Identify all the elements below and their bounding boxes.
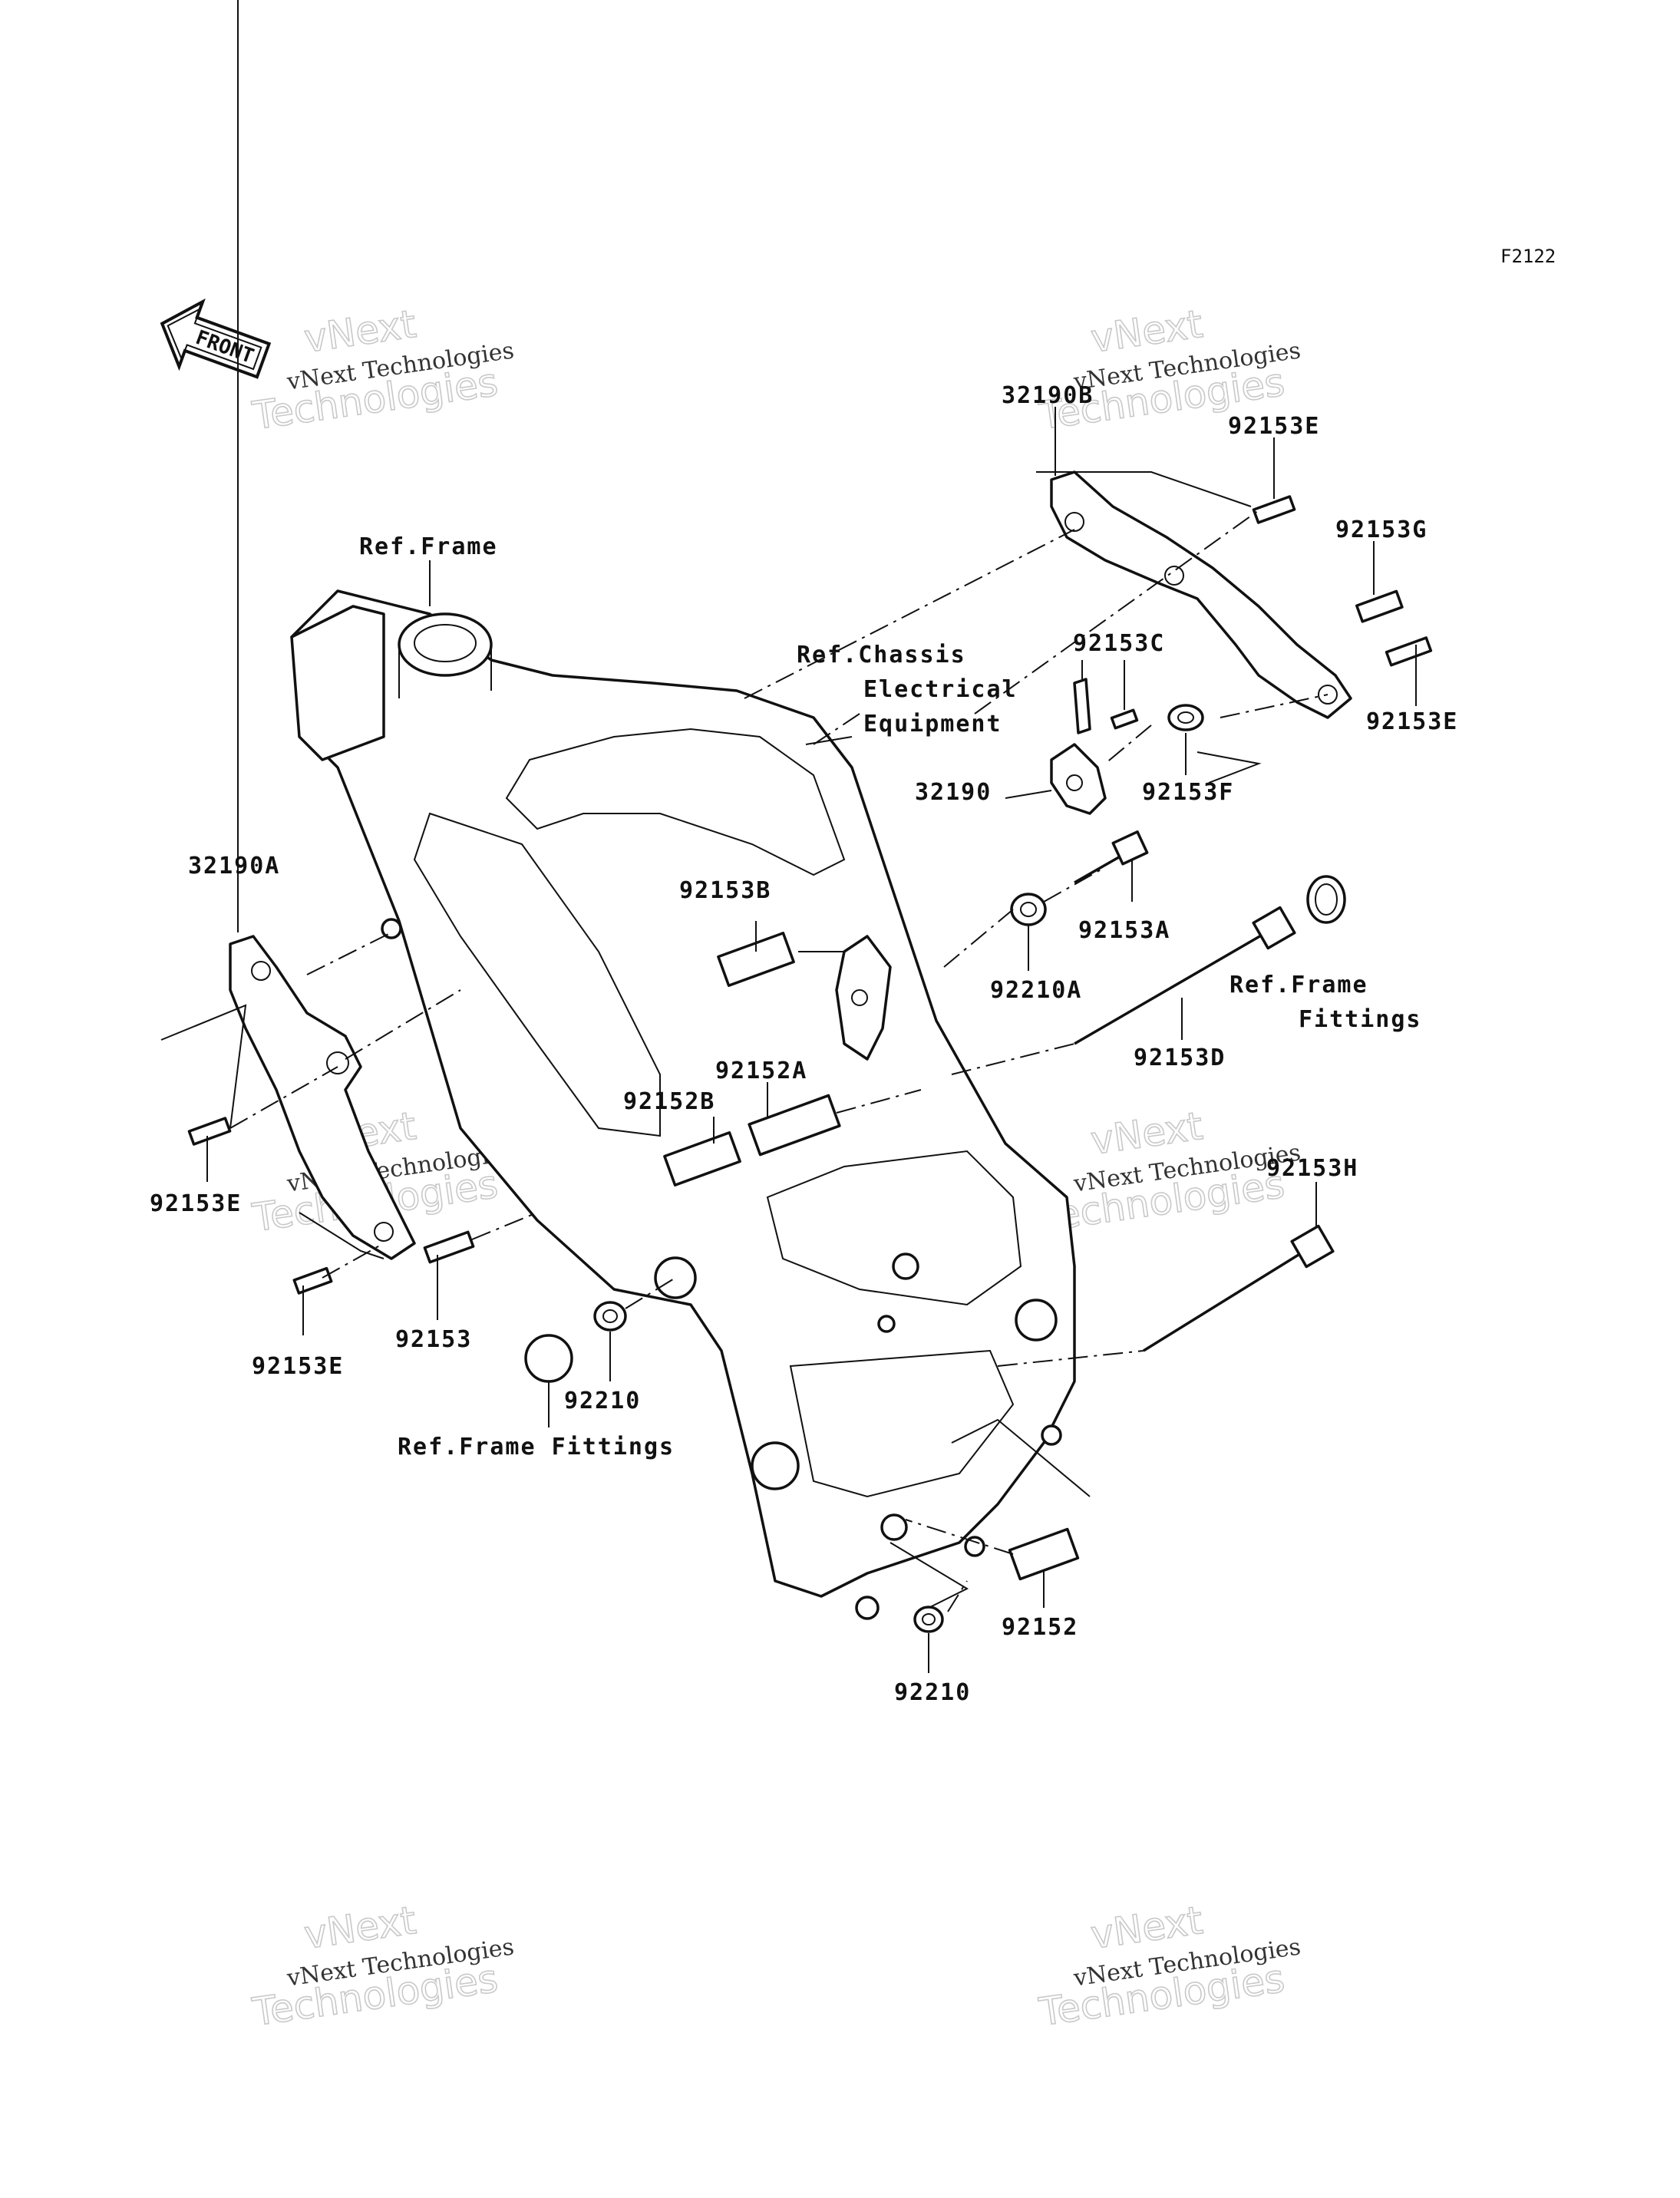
collar-92152 bbox=[1008, 1527, 1080, 1581]
label-92153B: 92153B bbox=[679, 877, 771, 904]
label-92152A: 92152A bbox=[715, 1058, 807, 1084]
label-ref-frame-fittings-right-1: Ref.Frame bbox=[1229, 972, 1368, 998]
nut-92210-mid bbox=[593, 1301, 627, 1332]
watermark-bottom-left: vNext vNext Technologies Technologies bbox=[249, 1897, 516, 2035]
bolt-92153A bbox=[1074, 830, 1149, 884]
label-ref-chassis-1: Ref.Chassis bbox=[797, 642, 966, 668]
label-92153E-top: 92153E bbox=[1228, 413, 1320, 440]
figure-id: F2122 bbox=[1500, 246, 1556, 267]
collar-92152B bbox=[663, 1131, 741, 1186]
label-92153G: 92153G bbox=[1335, 516, 1428, 543]
label-92152B: 92152B bbox=[623, 1088, 715, 1115]
bolt-92153G bbox=[1355, 589, 1404, 623]
label-92210-bottom: 92210 bbox=[894, 1679, 971, 1706]
leader-lines bbox=[160, 0, 1417, 1673]
label-92152: 92152 bbox=[1002, 1614, 1078, 1641]
cap-ref-frame-fittings-left bbox=[524, 1334, 573, 1383]
label-ref-frame-fittings-left: Ref.Frame Fittings bbox=[398, 1434, 675, 1460]
nut-92210-bottom bbox=[913, 1606, 944, 1633]
label-ref-chassis-2: Electrical bbox=[863, 676, 1018, 703]
bolt-92153C bbox=[1110, 708, 1139, 730]
collar-92153F bbox=[1167, 704, 1204, 731]
label-92153F: 92153F bbox=[1142, 779, 1234, 806]
main-frame bbox=[290, 589, 1076, 1620]
label-92210A: 92210A bbox=[990, 977, 1082, 1004]
plate-92153C bbox=[1073, 678, 1091, 734]
label-92153E-lower: 92153E bbox=[252, 1353, 344, 1380]
nut-92210A bbox=[1010, 893, 1047, 926]
label-92153E-right: 92153E bbox=[1366, 708, 1458, 735]
label-92153E-left: 92153E bbox=[150, 1190, 242, 1217]
bracket-32190 bbox=[1050, 743, 1107, 815]
label-92153C: 92153C bbox=[1073, 630, 1165, 657]
label-ref-frame-fittings-right-2: Fittings bbox=[1299, 1006, 1422, 1033]
bolt-92153E-right bbox=[1385, 636, 1433, 667]
bolt-92153E-lower bbox=[292, 1266, 333, 1295]
label-92153A: 92153A bbox=[1078, 917, 1170, 944]
label-92153D: 92153D bbox=[1134, 1045, 1226, 1071]
label-92210-mid: 92210 bbox=[564, 1388, 641, 1414]
bracket-32190B bbox=[1050, 470, 1352, 719]
bolt-92153D bbox=[1074, 906, 1296, 1045]
collar-92153B bbox=[717, 932, 795, 987]
watermark-bottom-right: vNext vNext Technologies Technologies bbox=[1035, 1897, 1302, 2035]
label-32190A: 32190A bbox=[188, 853, 280, 880]
front-arrow-icon: FRONT bbox=[160, 298, 272, 379]
bolt-92153 bbox=[423, 1230, 475, 1264]
label-32190: 32190 bbox=[915, 779, 992, 806]
label-92153H: 92153H bbox=[1266, 1155, 1358, 1182]
label-ref-frame: Ref.Frame bbox=[359, 533, 498, 560]
bracket-32190A bbox=[229, 935, 416, 1260]
label-32190B: 32190B bbox=[1002, 382, 1094, 409]
bolt-92153H bbox=[1143, 1224, 1335, 1352]
bolt-92153E-left bbox=[187, 1117, 232, 1146]
part-labels: 32190B 92153E 92153G Ref.Frame Ref.Chass… bbox=[150, 382, 1458, 1706]
label-92153: 92153 bbox=[395, 1326, 472, 1353]
ring-ref-frame-fittings-right bbox=[1306, 875, 1346, 924]
bolt-92153E-top bbox=[1252, 495, 1296, 524]
label-ref-chassis-3: Equipment bbox=[863, 711, 1002, 738]
watermark-top-left: vNext vNext Technologies Technologies bbox=[249, 301, 516, 439]
collar-92152A bbox=[748, 1094, 841, 1157]
